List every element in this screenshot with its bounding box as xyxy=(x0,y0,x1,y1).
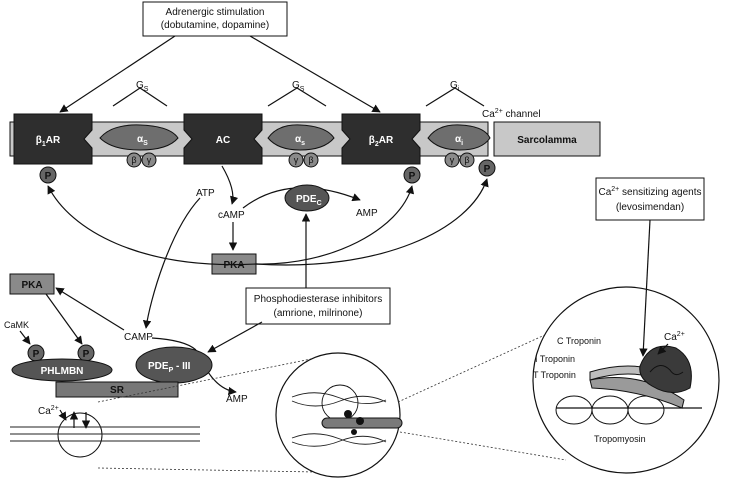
svg-text:αS: αS xyxy=(137,134,148,147)
pde-inhibitors-subtitle: (amrione, milrinone) xyxy=(274,308,363,319)
alpha-s-subunit-2: αs xyxy=(267,124,335,151)
camp-to-pka-left-arrow xyxy=(55,287,125,331)
p-beta1: P xyxy=(39,166,57,184)
ca-left-label: Ca2+ xyxy=(38,405,59,417)
ca-sensitizing-title: Ca2+ sensitizing agents xyxy=(598,186,701,198)
sr-bar: SR xyxy=(55,381,179,398)
arrow-to-beta1 xyxy=(59,35,176,113)
ca-channel-label: Ca2+ channel xyxy=(482,108,541,120)
svg-text:γ: γ xyxy=(450,155,455,165)
svg-text:αs: αs xyxy=(295,134,305,147)
svg-text:Gi: Gi xyxy=(450,80,460,93)
svg-text:β: β xyxy=(131,155,136,165)
adrenergic-title: Adrenergic stimulation xyxy=(166,7,265,18)
svg-text:αi: αi xyxy=(455,134,463,147)
sarcomere-circle xyxy=(275,352,403,478)
svg-text:AC: AC xyxy=(216,135,230,146)
svg-text:GS: GS xyxy=(292,80,305,93)
pka-to-ca-channel-arrow xyxy=(255,178,489,266)
t-troponin-label: T Troponin xyxy=(533,370,576,380)
p-phlmbn-left: P xyxy=(27,344,45,362)
dashed-zoom-2 xyxy=(97,467,317,473)
gs-bracket-1: GS xyxy=(112,80,168,107)
ac-to-camp-arrow xyxy=(221,165,239,205)
camk-arrow xyxy=(19,330,31,345)
p-beta2: P xyxy=(403,166,421,184)
ca-troponin-label: Ca2+ xyxy=(664,331,685,343)
dashed-zoom-1 xyxy=(97,357,317,403)
beta2-receptor: β2AR xyxy=(341,113,421,165)
svg-text:P: P xyxy=(45,171,52,182)
pka-to-beta2-arrow xyxy=(255,185,415,265)
sarcolamma-bar xyxy=(493,121,601,157)
alpha-s-subunit-1: αS xyxy=(99,124,179,151)
svg-text:P: P xyxy=(83,349,90,360)
ca-troponin-arrow xyxy=(657,343,669,355)
svg-text:PKA: PKA xyxy=(223,260,244,271)
gs-bracket-2: GS xyxy=(267,80,327,107)
camp-upper-label: cAMP xyxy=(218,210,245,221)
gi-bracket: Gi xyxy=(425,80,485,107)
svg-text:β: β xyxy=(464,155,469,165)
adenylate-cyclase: AC xyxy=(183,113,263,165)
pdi-to-pdep-arrow xyxy=(207,321,263,353)
arrow-to-beta2 xyxy=(249,35,381,113)
phlmbn: PHLMBN xyxy=(11,358,113,382)
svg-text:P: P xyxy=(409,171,416,182)
ca-sensitizing-box: Ca2+ sensitizing agents (levosimendan) xyxy=(595,177,705,221)
pka-to-beta1-arrow xyxy=(47,185,257,266)
amp-lower-label: AMP xyxy=(226,394,248,405)
dashed-zoom-3 xyxy=(397,327,561,403)
p-ca-channel: P xyxy=(478,159,496,177)
svg-text:β2AR: β2AR xyxy=(369,135,394,148)
alpha-i-subunit: αi xyxy=(427,124,491,151)
beta-gamma-pair-1: β γ xyxy=(126,152,157,168)
troponin-circle xyxy=(532,286,720,474)
svg-text:P: P xyxy=(33,349,40,360)
beta1-receptor: β1AR xyxy=(13,113,93,165)
sarcolamma-label: Sarcolamma xyxy=(517,135,577,146)
pde-inhibitors-box: Phosphodiesterase inhibitors (amrione, m… xyxy=(245,287,391,325)
tropomyosin-label: Tropomyosin xyxy=(594,434,646,444)
ca-sensitizer-arrow xyxy=(639,219,651,357)
pde-c: PDEC xyxy=(284,184,330,212)
dashed-zoom-4 xyxy=(399,431,567,461)
beta-gamma-pair-3: γ β xyxy=(444,152,475,168)
svg-text:SR: SR xyxy=(110,385,125,396)
adrenergic-stimulation-box: Adrenergic stimulation (dobutamine, dopa… xyxy=(142,1,288,37)
sr-channel-circle xyxy=(57,412,103,458)
svg-text:PDEC: PDEC xyxy=(296,194,322,207)
pde-inhibitors-title: Phosphodiesterase inhibitors xyxy=(254,294,382,305)
beta-gamma-pair-2: γ β xyxy=(288,152,319,168)
svg-text:PDEP - III: PDEP - III xyxy=(148,361,191,374)
camk-label: CaMK xyxy=(4,320,29,330)
svg-text:β1AR: β1AR xyxy=(36,135,61,148)
i-troponin-label: I Troponin xyxy=(535,354,575,364)
svg-text:P: P xyxy=(484,164,491,175)
p-phlmbn-right: P xyxy=(77,344,95,362)
svg-text:γ: γ xyxy=(294,155,299,165)
pde-p-iii: PDEP - III xyxy=(135,346,213,384)
ca-sensitizing-subtitle: (levosimendan) xyxy=(616,202,684,213)
atp-to-lower-camp-arrow xyxy=(142,197,201,329)
amp-upper-label: AMP xyxy=(356,208,378,219)
camp-lower-line xyxy=(151,337,197,351)
c-troponin-label: C Troponin xyxy=(557,336,601,346)
pdep-to-amp-arrow xyxy=(207,371,237,396)
adrenergic-subtitle: (dobutamine, dopamine) xyxy=(161,20,269,31)
svg-text:β: β xyxy=(308,155,313,165)
atp-label: ATP xyxy=(196,188,215,199)
pka-left-to-p-arrow xyxy=(45,293,83,345)
svg-text:γ: γ xyxy=(147,155,152,165)
pka-left: PKA xyxy=(9,273,55,295)
svg-text:PKA: PKA xyxy=(21,280,42,291)
svg-text:PHLMBN: PHLMBN xyxy=(41,366,84,377)
svg-text:GS: GS xyxy=(136,80,149,93)
camp-lower-label: CAMP xyxy=(124,332,153,343)
